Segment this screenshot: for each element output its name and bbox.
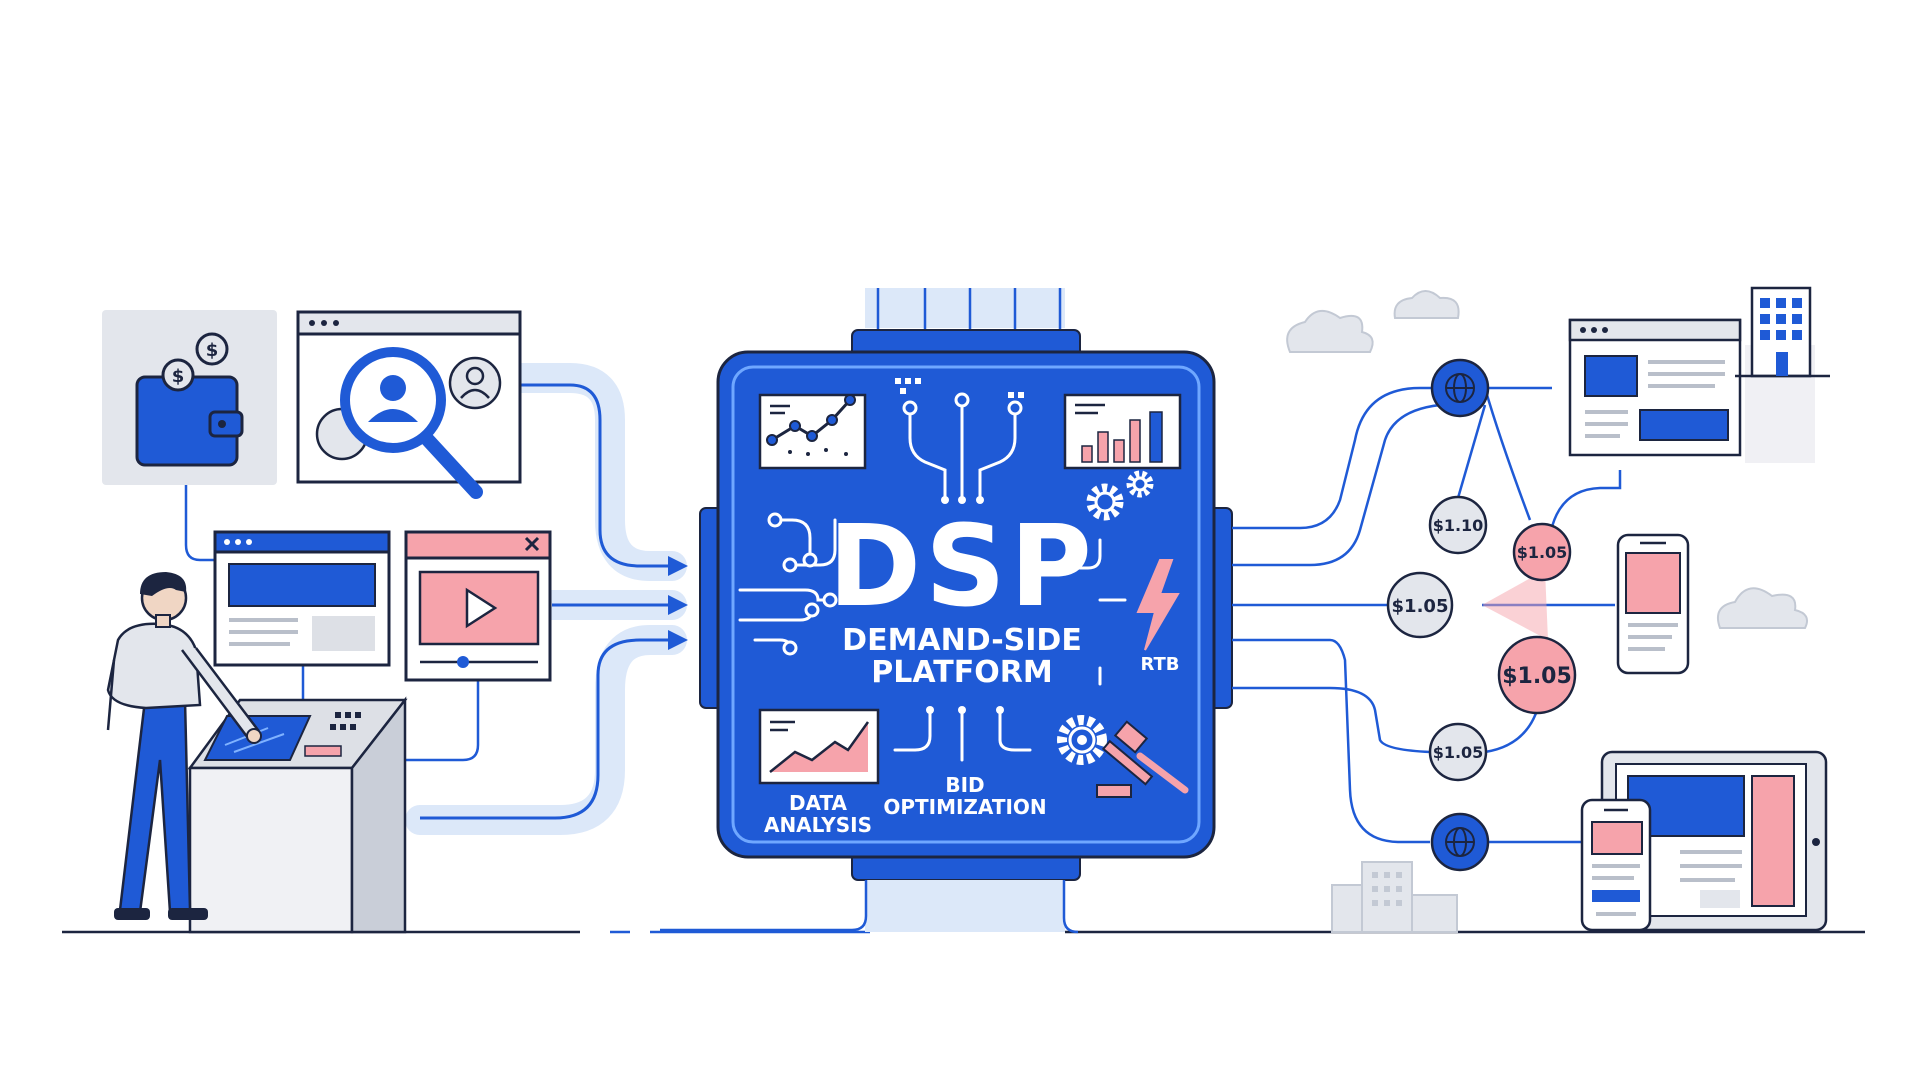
ad-browser-icon — [213, 530, 391, 667]
line-chart-card — [758, 393, 867, 470]
right-wires — [1232, 386, 1622, 844]
svg-text:$1.10: $1.10 — [1433, 516, 1484, 535]
bid-bubble: $1.10 — [1428, 495, 1488, 555]
cloud-icon — [1286, 290, 1808, 629]
bid-bubble: $1.05 — [1428, 722, 1488, 782]
data-analysis-label-1: DATA — [789, 791, 848, 815]
globe-icon — [1430, 812, 1490, 872]
advertiser-person-icon — [106, 572, 262, 920]
svg-text:$1.05: $1.05 — [1517, 543, 1568, 562]
tablet-icon — [1600, 750, 1828, 932]
svg-text:$: $ — [172, 366, 185, 387]
lightning-icon — [1136, 559, 1180, 651]
publisher-webpage-icon — [1568, 318, 1742, 457]
rtb-label: RTB — [1140, 654, 1179, 675]
building-icon — [1735, 286, 1830, 463]
bid-highlight-beam — [1482, 570, 1548, 640]
audience-search-icon — [296, 310, 522, 499]
subtitle-line-1: DEMAND-SIDE — [842, 623, 1082, 658]
gavel-icon — [1057, 715, 1189, 798]
subtitle-line-2: PLATFORM — [871, 655, 1052, 690]
left-arrows — [420, 383, 672, 820]
area-chart-card — [758, 708, 880, 785]
svg-text:$1.05: $1.05 — [1502, 664, 1572, 689]
bid-bubble: $1.05 — [1386, 571, 1454, 639]
bid-optimization-label-1: BID — [945, 773, 984, 797]
svg-text:$1.05: $1.05 — [1433, 743, 1484, 762]
dsp-title: DSP — [828, 502, 1096, 632]
kiosk-icon — [187, 696, 408, 934]
globe-icon — [1430, 358, 1490, 418]
dsp-chip: DSP DEMAND-SIDE PLATFORM DATA ANALYSIS B… — [660, 288, 1233, 934]
gear-icon — [1086, 470, 1154, 521]
wallet-icon: $ $ — [102, 310, 277, 485]
building-icon — [1331, 861, 1458, 933]
bar-chart-card — [1063, 393, 1182, 470]
winning-bid-bubble: $1.05 — [1497, 635, 1577, 715]
svg-text:$1.05: $1.05 — [1392, 596, 1449, 617]
video-ad-icon — [404, 530, 552, 682]
bid-bubble: $1.05 — [1512, 522, 1572, 582]
arrowheads — [668, 556, 688, 650]
smartphone-icon — [1580, 798, 1652, 932]
bid-optimization-label-2: OPTIMIZATION — [883, 795, 1046, 819]
smartphone-icon — [1616, 533, 1690, 675]
svg-text:$: $ — [206, 340, 219, 361]
data-analysis-label-2: ANALYSIS — [764, 813, 872, 837]
